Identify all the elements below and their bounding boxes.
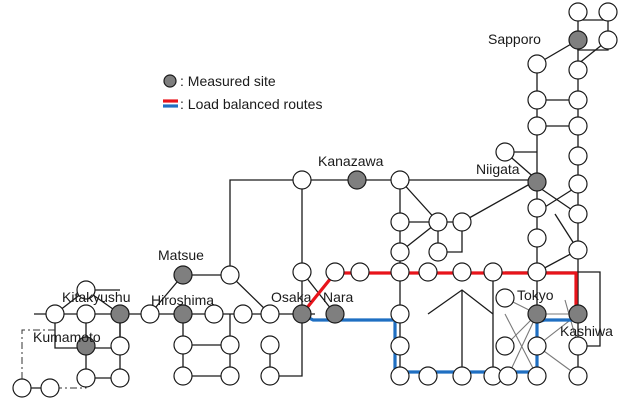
node <box>452 366 472 386</box>
node <box>204 304 224 324</box>
node <box>173 366 193 386</box>
site-osaka-node <box>292 304 312 324</box>
label-tokyo: Tokyo <box>517 287 554 303</box>
node <box>568 146 588 166</box>
network-nodes <box>12 2 618 398</box>
node <box>76 304 96 324</box>
site-niigata-node <box>527 172 547 192</box>
node <box>350 262 370 282</box>
node <box>260 304 280 324</box>
node <box>568 116 588 136</box>
site-kanazawa-node <box>347 170 367 190</box>
node <box>173 335 193 355</box>
node <box>220 265 240 285</box>
node <box>325 262 345 282</box>
node <box>452 212 472 232</box>
site-sapporo-node <box>568 30 588 50</box>
node <box>390 212 410 232</box>
node <box>568 174 588 194</box>
label-kanazawa: Kanazawa <box>318 153 384 169</box>
node <box>76 368 96 388</box>
node <box>527 198 547 218</box>
node <box>428 212 448 232</box>
node <box>527 336 547 356</box>
node <box>292 262 312 282</box>
site-kumamoto-node <box>76 336 96 356</box>
node <box>220 366 240 386</box>
node <box>40 378 60 398</box>
label-niigata: Niigata <box>476 161 520 177</box>
node <box>418 262 438 282</box>
label-matsue: Matsue <box>158 247 204 263</box>
node <box>527 262 547 282</box>
node <box>390 242 410 262</box>
node <box>45 304 65 324</box>
site-kitakyushu-node <box>110 304 130 324</box>
label-kumamoto: Kumamoto <box>33 329 101 345</box>
node <box>498 366 518 386</box>
node <box>568 2 588 22</box>
node <box>428 242 448 262</box>
site-kashiwa-node <box>568 304 588 324</box>
node <box>527 116 547 136</box>
label-osaka: Osaka <box>271 289 312 305</box>
legend-measured-label: : Measured site <box>180 73 276 89</box>
node <box>390 336 410 356</box>
site-hiroshima-node <box>173 304 193 324</box>
legend-measured-icon <box>163 74 177 88</box>
site-nara-node <box>325 304 345 324</box>
network-links <box>21 19 609 389</box>
node <box>390 366 410 386</box>
node <box>483 262 503 282</box>
node <box>292 170 312 190</box>
node <box>233 304 253 324</box>
node <box>390 170 410 190</box>
node <box>495 142 515 162</box>
node <box>568 60 588 80</box>
label-kitakyushu: Kitakyushu <box>62 289 130 305</box>
node <box>452 262 472 282</box>
node <box>598 30 618 50</box>
node <box>568 204 588 224</box>
label-hiroshima: Hiroshima <box>151 292 214 308</box>
node <box>110 336 130 356</box>
label-sapporo: Sapporo <box>488 31 541 47</box>
site-tokyo-node <box>527 304 547 324</box>
node <box>527 90 547 110</box>
legend-routes-label: : Load balanced routes <box>180 96 322 112</box>
label-kashiwa: Kashiwa <box>560 323 613 339</box>
node <box>110 368 130 388</box>
node <box>495 288 515 308</box>
node <box>527 228 547 248</box>
node <box>568 336 588 356</box>
node <box>598 2 618 22</box>
node <box>140 304 160 324</box>
node <box>390 304 410 324</box>
node <box>12 378 32 398</box>
node <box>527 366 547 386</box>
node <box>390 262 410 282</box>
site-matsue-node <box>173 265 193 285</box>
node <box>260 366 280 386</box>
node <box>527 54 547 74</box>
legend: : Measured site : Load balanced routes <box>163 73 322 112</box>
site-labels: Sapporo Kanazawa Niigata Matsue Kitakyus… <box>33 31 613 345</box>
node <box>76 280 96 300</box>
node <box>568 240 588 260</box>
node <box>568 366 588 386</box>
node <box>568 90 588 110</box>
node <box>220 335 240 355</box>
node <box>260 335 280 355</box>
label-nara: Nara <box>323 289 354 305</box>
node <box>418 366 438 386</box>
node <box>495 336 515 356</box>
